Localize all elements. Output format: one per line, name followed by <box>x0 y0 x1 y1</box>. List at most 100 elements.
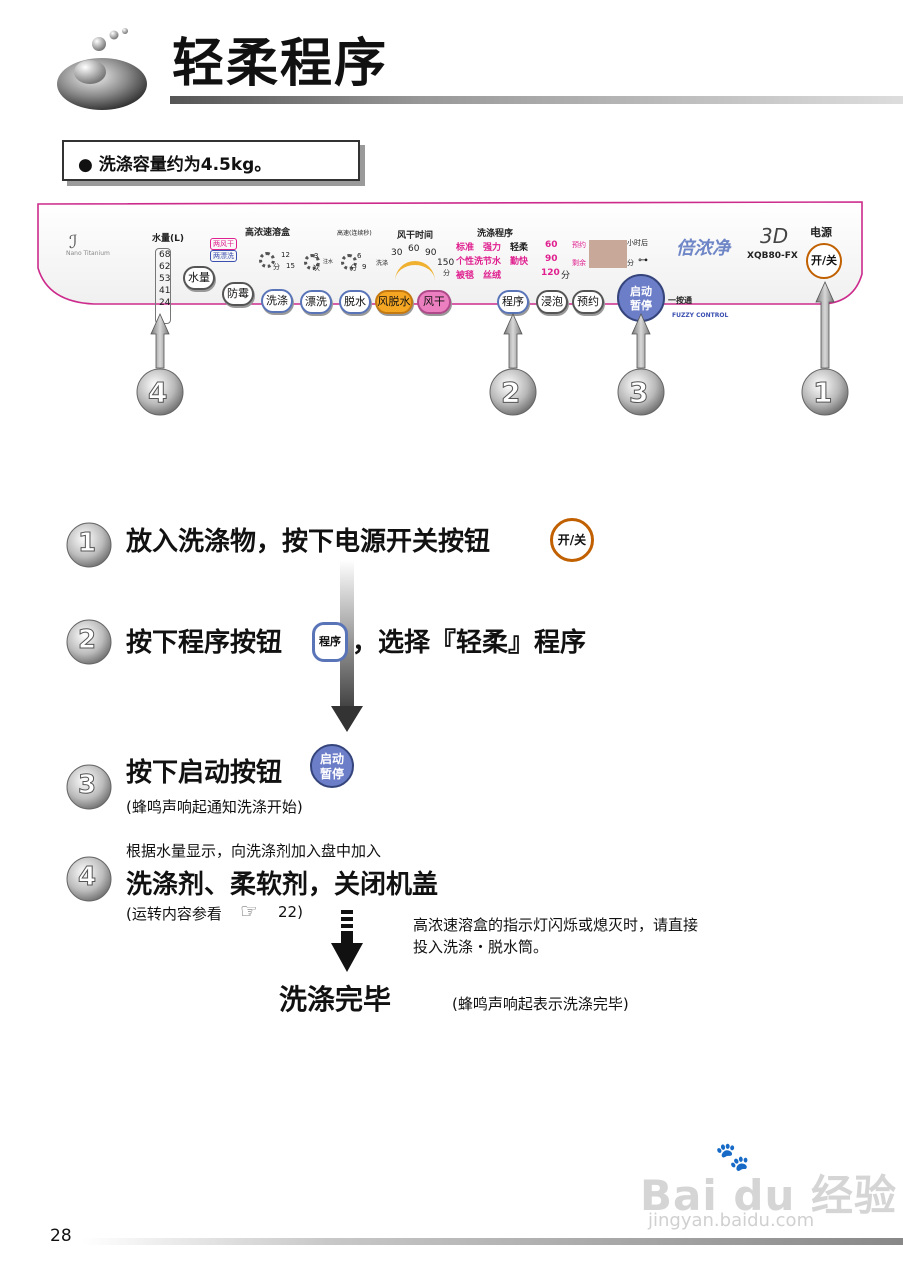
air-dry-arc <box>395 261 435 285</box>
finish-arrow-dash-3 <box>341 924 353 928</box>
note-line-1: 高浓速溶盒的指示灯闪烁或熄灭时，请直接 <box>413 916 699 934</box>
program-strong: 强力 <box>483 243 502 253</box>
mode-tag-two-rinse: 两漂洗 <box>210 250 237 262</box>
program-blanket: 被毯 <box>456 271 475 281</box>
spin-button[interactable]: 脱水 <box>339 290 371 314</box>
step-3-start-label: 启动 <box>319 752 344 766</box>
mode-tag-two-dry: 两风干 <box>210 238 237 250</box>
start-label: 启动 <box>630 285 652 298</box>
air-dry-wash-label: 洗涤 <box>376 260 389 267</box>
dial2-sub: 注水 <box>323 259 334 265</box>
step-2-badge <box>66 619 112 665</box>
step-4-sub-page: 22) <box>278 903 303 921</box>
watermark-url: jingyan.baidu.com <box>648 1210 815 1231</box>
maker-logo-icon: ℐ <box>69 232 78 253</box>
air-dry-time-label: 风干时间 <box>397 231 434 241</box>
remain-indicator: 剩余 <box>572 259 586 267</box>
callout-arrow-3 <box>631 313 651 369</box>
air-dry-90: 90 <box>425 248 437 258</box>
step-2-text-after: ，选择『轻柔』程序 <box>352 628 587 658</box>
callout-number-1: 1 <box>812 376 833 410</box>
finish-sub: (蜂鸣声响起表示洗涤完毕) <box>452 995 629 1013</box>
callout-number-3: 3 <box>628 376 649 410</box>
spin-label: 高速(连续秒) <box>337 230 372 237</box>
dial2-3: 3 <box>314 252 319 260</box>
note-line-2: 投入洗涤・脱水筒。 <box>413 938 549 956</box>
step-1-number: 1 <box>77 528 97 559</box>
air-spin-button[interactable]: 风脱水 <box>375 290 413 314</box>
reserve-60: 60 <box>545 240 558 250</box>
step-3-text: 按下启动按钮 <box>126 758 283 788</box>
maker-logo: Nano Titanium <box>66 250 110 257</box>
program-gentle: 轻柔 <box>510 243 529 253</box>
program-custom: 个性洗 <box>456 257 484 267</box>
rinse-dial-icon <box>304 254 320 270</box>
dial1-12: 12 <box>281 251 290 259</box>
hour-label: 小时后 <box>627 239 648 247</box>
callout-circle-4 <box>136 368 184 416</box>
soak-button[interactable]: 浸泡 <box>536 290 568 314</box>
program-velvet: 丝绒 <box>483 271 502 281</box>
step-2-text-before: 按下程序按钮 <box>126 628 283 658</box>
mildew-button[interactable]: 防霉 <box>222 282 254 306</box>
step-4-badge <box>66 856 112 902</box>
finish-arrow-shaft <box>341 931 353 943</box>
program-button[interactable]: 程序 <box>497 290 529 314</box>
power-label: 电源 <box>810 226 832 239</box>
reserve-indicator: 预约 <box>572 241 586 249</box>
finish-arrow-dash-2 <box>341 917 353 921</box>
time-display <box>589 240 627 268</box>
callout-circle-2 <box>489 368 537 416</box>
air-dry-button[interactable]: 风干 <box>417 290 451 314</box>
callout-circle-1 <box>801 368 849 416</box>
water-level-53: 53 <box>159 274 171 284</box>
flow-arrow-head <box>331 706 363 732</box>
air-dry-150: 150 <box>437 258 455 268</box>
step-3-start-button: 启动 暂停 <box>310 744 354 788</box>
water-level-label: 水量(L) <box>152 234 184 244</box>
reserve-button[interactable]: 预约 <box>572 290 604 314</box>
program-quick: 勤快 <box>510 257 529 267</box>
step-4-text: 洗涤剂、柔软剂，关闭机盖 <box>126 870 439 900</box>
dial2-times: 次 <box>313 264 320 272</box>
step-1-text: 放入洗涤物，按下电源开关按钮 <box>126 527 491 557</box>
step-1-badge <box>66 522 112 568</box>
page-title: 轻柔程序 <box>172 34 389 94</box>
rinse-button[interactable]: 漂洗 <box>300 290 332 314</box>
water-level-button[interactable]: 水量 <box>183 266 215 290</box>
air-dry-30: 30 <box>391 248 403 258</box>
key-lock-icon: ⊶ <box>638 255 648 266</box>
step-1-power-button: 开/关 <box>550 518 594 562</box>
capacity-note: ● 洗涤容量约为4.5kg。 <box>78 155 272 175</box>
step-3-badge <box>66 764 112 810</box>
step-3-pause-label: 暂停 <box>319 767 344 781</box>
step-4-sub: (运转内容参看 <box>126 905 222 923</box>
water-level-24: 24 <box>159 298 171 308</box>
callout-arrow-2 <box>503 313 523 369</box>
header-rule <box>170 96 903 104</box>
finish-text: 洗涤完毕 <box>279 983 392 1016</box>
finish-arrow-head <box>331 943 363 972</box>
3d-logo: 3D <box>760 224 789 248</box>
air-dry-60: 60 <box>408 244 420 254</box>
dial3-6: 6 <box>357 252 362 260</box>
model-number: XQB80-FX <box>747 251 798 261</box>
callout-number-4: 4 <box>147 376 168 410</box>
water-level-62: 62 <box>159 262 171 272</box>
min-label: 分 <box>627 259 634 267</box>
dial3-9: 9 <box>362 263 367 271</box>
water-level-41: 41 <box>159 286 171 296</box>
capacity-note-text: 洗涤容量约为4.5kg。 <box>98 155 272 175</box>
callout-circle-3 <box>617 368 665 416</box>
steps-graphics <box>66 522 363 972</box>
power-button[interactable]: 开/关 <box>806 243 842 279</box>
pointing-hand-icon: ☞ <box>240 899 258 923</box>
reserve-90: 90 <box>545 254 558 264</box>
wash-button[interactable]: 洗涤 <box>261 289 293 313</box>
program-standard: 标准 <box>456 243 475 253</box>
finish-arrow-dash-1 <box>341 910 353 914</box>
water-level-68: 68 <box>159 250 171 260</box>
fuzzy-control-label: FUZZY CONTROL <box>672 312 729 319</box>
step-2-program-button: 程序 <box>312 622 348 662</box>
callout-arrow-1 <box>815 281 835 369</box>
